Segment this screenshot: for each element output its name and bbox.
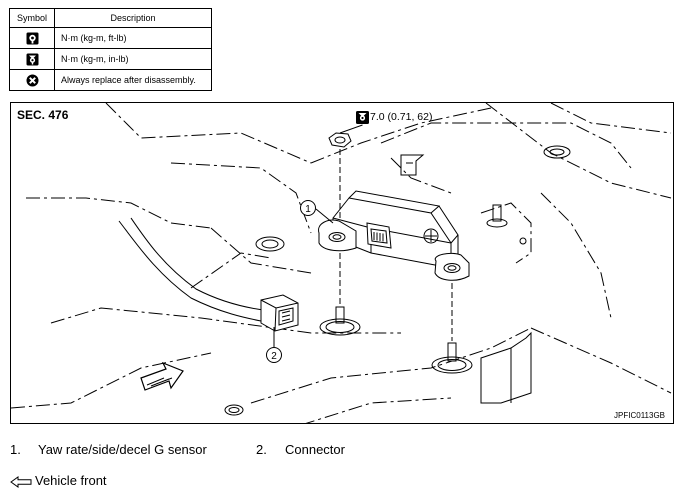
always-replace-icon [26,74,38,86]
sensor-installation-illustration: 1 2 [11,103,672,423]
legend-header-row: Symbol Description [9,8,212,28]
legend-row: N·m (kg-m, ft-lb) [9,27,212,49]
installation-figure: 1 2 SEC. 476 7.0 (0.71, 62) JPFIC0113GB [10,102,674,424]
symbol-legend-table: Symbol Description N·m (kg-m, ft-lb) N·m… [9,8,212,91]
callout-1: 1 [305,204,311,215]
vehicle-front-arrow [140,361,184,391]
torque-in-lb-icon [26,53,38,65]
part-name: Connector [285,442,345,457]
legend-row: N·m (kg-m, in-lb) [9,48,212,70]
part-name: Yaw rate/side/decel G sensor [38,442,207,457]
legend-description: N·m (kg-m, in-lb) [54,48,212,70]
vehicle-front-label: Vehicle front [35,473,107,488]
figure-code: JPFIC0113GB [614,411,665,420]
torque-spec: 7.0 (0.71, 62) [370,111,433,123]
legend-description: N·m (kg-m, ft-lb) [54,27,212,49]
legend-row: Always replace after disassembly. [9,69,212,91]
torque-ft-lb-icon [26,32,38,44]
callout-2: 2 [271,351,277,362]
part-number: 2. [256,442,267,457]
vehicle-front-icon [10,476,32,488]
legend-description: Always replace after disassembly. [54,69,212,91]
vehicle-front-legend: Vehicle front [10,473,107,488]
legend-header-description: Description [54,8,212,28]
part-number: 1. [10,442,21,457]
legend-header-symbol: Symbol [9,8,55,28]
section-label: SEC. 476 [17,108,69,122]
torque-in-lb-icon [356,111,369,124]
